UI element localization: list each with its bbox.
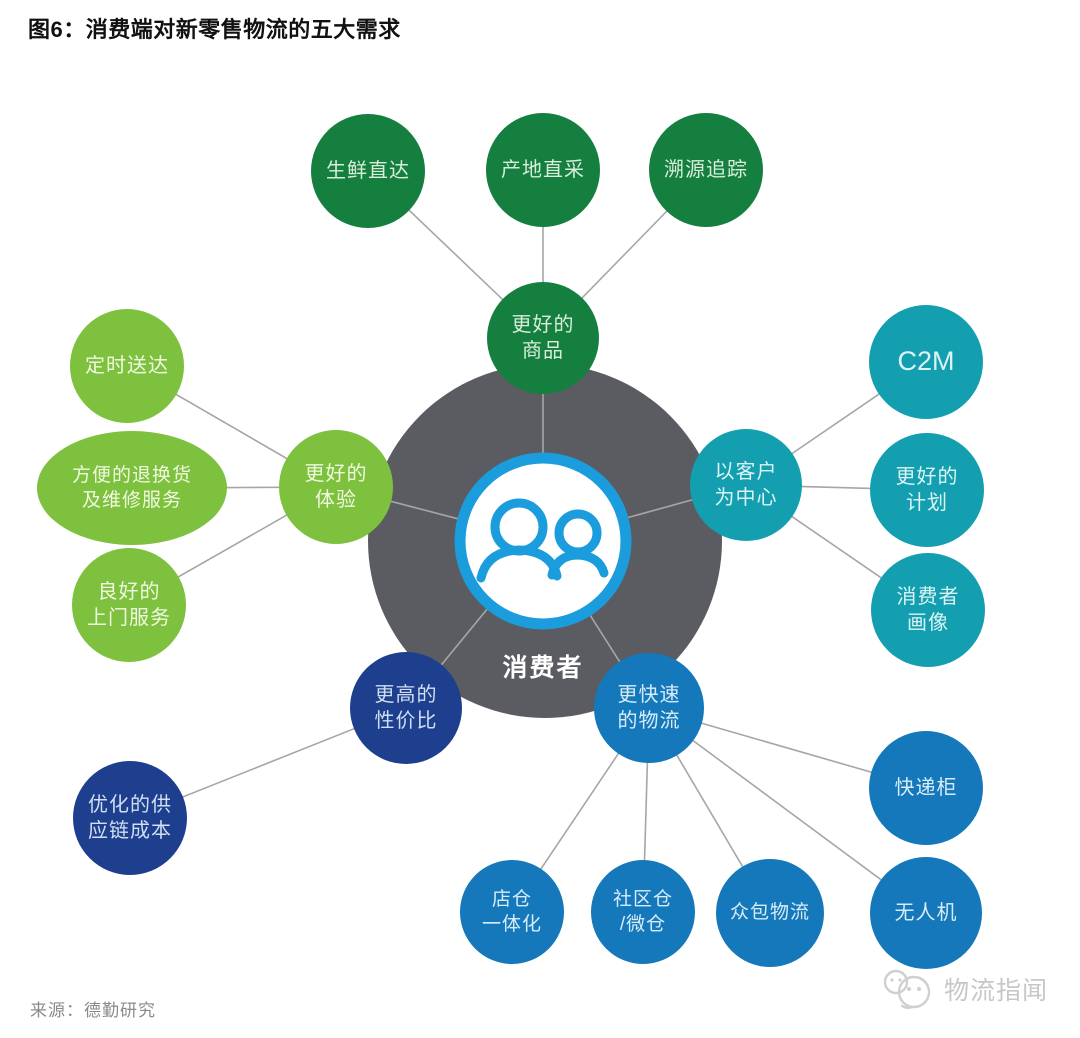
figure-title: 图6：消费端对新零售物流的五大需求 — [28, 17, 401, 42]
source-note: 来源：德勤研究 — [30, 1001, 156, 1020]
watermark-text: 物流指闻 — [944, 977, 1049, 1005]
node-better-experience: 更好的 体验 — [279, 430, 393, 544]
node-origin-sourcing: 产地直采 — [486, 113, 600, 227]
node-store-warehouse: 店仓 一体化 — [460, 860, 564, 964]
node-scheduled-delivery: 定时送达 — [70, 309, 184, 423]
node-better-planning: 更好的 计划 — [870, 433, 984, 547]
node-drone: 无人机 — [870, 857, 982, 969]
node-optimized-supply-cost: 优化的供 应链成本 — [73, 761, 187, 875]
node-fresh-direct: 生鲜直达 — [311, 114, 425, 228]
node-customer-centric: 以客户 为中心 — [690, 429, 802, 541]
node-faster-logistics: 更快速 的物流 — [594, 653, 704, 763]
node-community-warehouse: 社区仓 /微仓 — [591, 860, 695, 964]
node-easy-returns: 方便的退换货 及维修服务 — [37, 431, 227, 545]
node-better-goods: 更好的 商品 — [487, 282, 599, 394]
node-parcel-locker: 快递柜 — [869, 731, 983, 845]
node-higher-value: 更高的 性价比 — [350, 652, 462, 764]
center-hub-label: 消费者 — [502, 654, 584, 682]
node-c2m: C2M — [869, 305, 983, 419]
watermark: 物流指闻 — [880, 966, 1048, 1012]
chat-bubbles-icon — [883, 969, 931, 1009]
consumers-icon — [476, 498, 609, 583]
node-consumer-profile: 消费者 画像 — [871, 553, 985, 667]
node-door-service: 良好的 上门服务 — [72, 548, 186, 662]
node-traceability: 溯源追踪 — [649, 113, 763, 227]
node-crowdsourced-logistics: 众包物流 — [716, 859, 824, 967]
